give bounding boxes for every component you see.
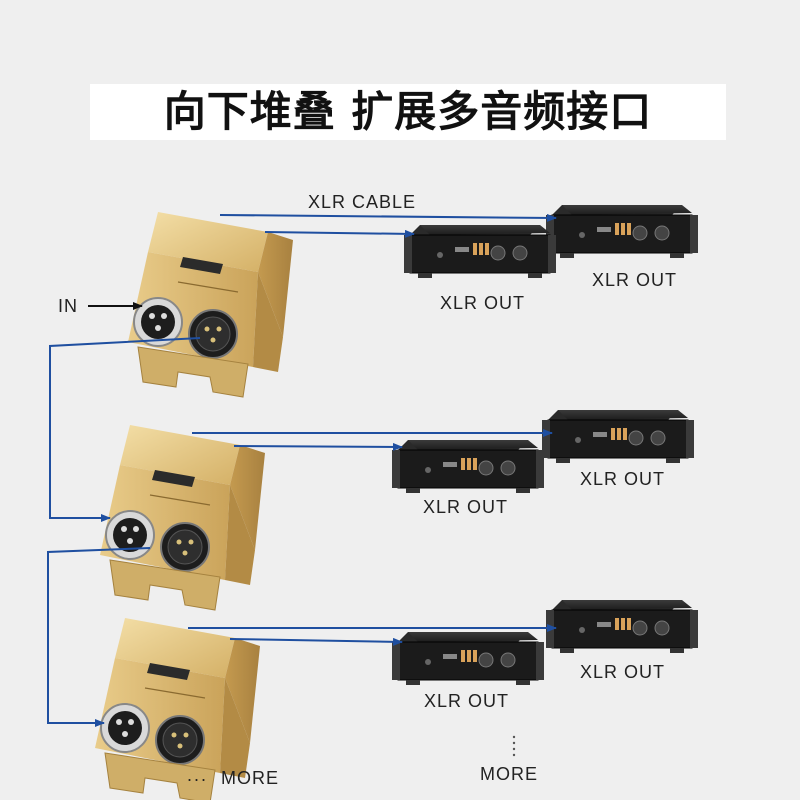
cable-label: XLR CABLE bbox=[308, 192, 417, 212]
continuation-dots bbox=[512, 735, 516, 757]
splitter-box-2 bbox=[99, 424, 266, 611]
amplifier-row3-front bbox=[391, 631, 545, 686]
chain-link-1-to-2 bbox=[49, 337, 201, 522]
amplifier-row3-back bbox=[545, 599, 699, 654]
splitter-box-1 bbox=[127, 211, 294, 398]
amplifier-row2-front bbox=[391, 439, 545, 494]
xlr-out-label-row1-back: XLR OUT bbox=[592, 270, 678, 290]
more-label-left: MORE bbox=[221, 768, 279, 788]
cable-arrow-row3-front bbox=[229, 637, 403, 646]
xlr-out-label-row2-back: XLR OUT bbox=[580, 469, 666, 489]
amplifier-row1-back bbox=[545, 204, 699, 259]
xlr-out-label-row1-front: XLR OUT bbox=[440, 293, 526, 313]
more-label-right: MORE bbox=[480, 764, 538, 784]
xlr-out-label-row3-back: XLR OUT bbox=[580, 662, 666, 682]
ellipsis-label: ... bbox=[187, 765, 209, 785]
cable-arrow-row1-back bbox=[219, 213, 557, 222]
amplifier-row2-back bbox=[541, 409, 695, 464]
cable-arrow-row2-front bbox=[233, 442, 403, 451]
title-banner: 向下堆叠 扩展多音频接口 bbox=[90, 84, 726, 140]
xlr-out-label-row2-front: XLR OUT bbox=[423, 497, 509, 517]
cable-arrow-row1-front bbox=[264, 229, 415, 238]
page-title: 向下堆叠 扩展多音频接口 bbox=[163, 87, 653, 136]
chain-link-2-to-3 bbox=[47, 547, 151, 727]
xlr-out-label-row3-front: XLR OUT bbox=[424, 691, 510, 711]
amplifier-row1-front bbox=[403, 224, 557, 279]
input-label: IN bbox=[58, 296, 78, 316]
